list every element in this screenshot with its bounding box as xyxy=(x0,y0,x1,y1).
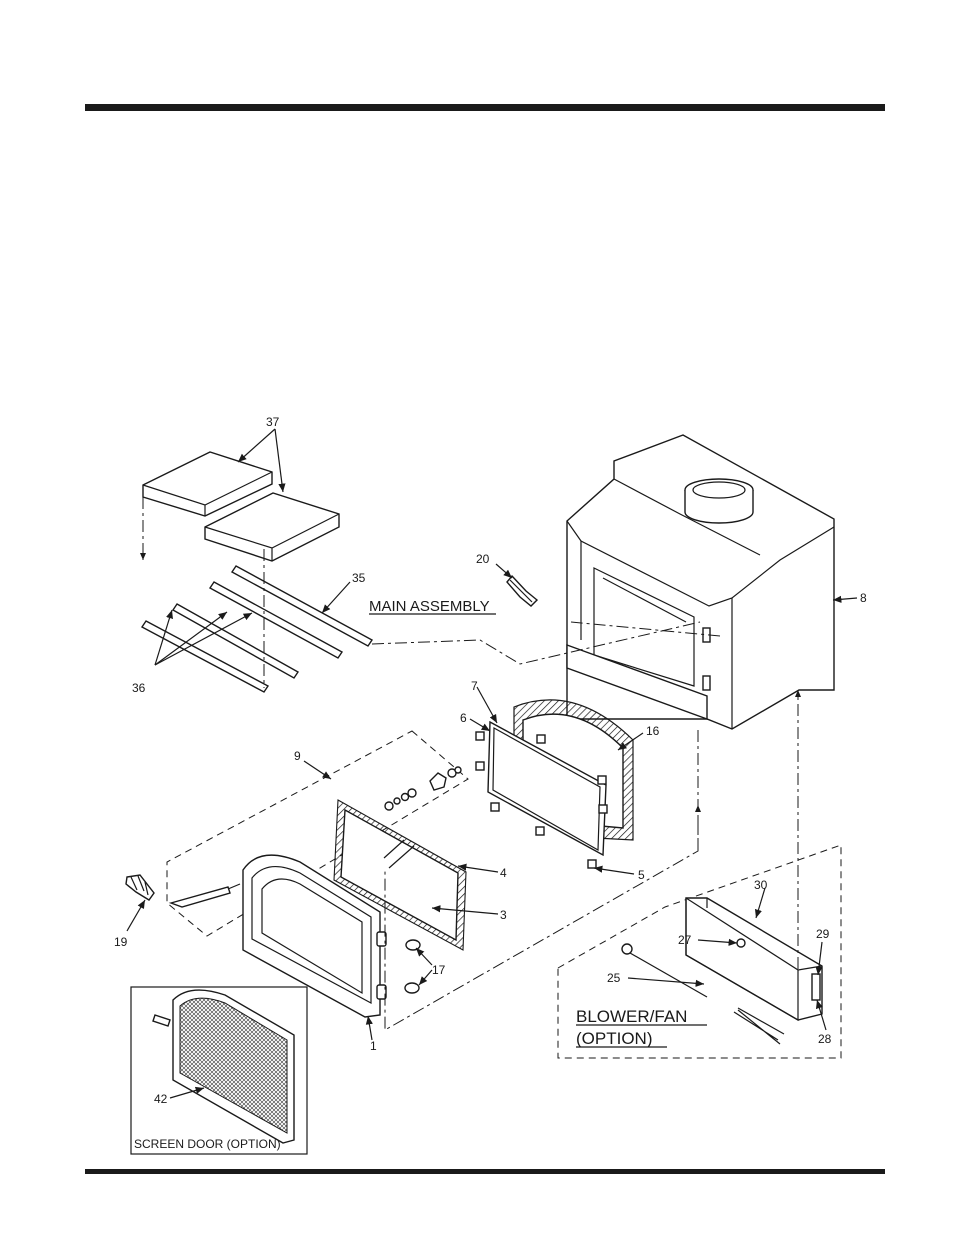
part-label-17: 17 xyxy=(432,963,446,977)
latch-kit xyxy=(166,730,469,937)
handle-spring xyxy=(506,574,539,607)
part-label-25: 25 xyxy=(607,971,621,985)
blower-option-label: (OPTION) xyxy=(576,1029,653,1048)
part-label-30: 30 xyxy=(754,878,768,892)
part-label-5: 5 xyxy=(638,868,645,882)
glass-retainer-frame xyxy=(475,720,608,869)
part-label-4: 4 xyxy=(500,866,507,880)
part-label-19: 19 xyxy=(114,935,128,949)
assembly-flow-lines xyxy=(140,497,801,1031)
screen-door-inset xyxy=(130,986,308,1155)
screen-door-label: SCREEN DOOR (OPTION) xyxy=(134,1137,281,1151)
door-frame xyxy=(242,854,421,1018)
part-label-28: 28 xyxy=(818,1032,832,1046)
air-tubes xyxy=(140,565,374,693)
part-label-36: 36 xyxy=(132,681,146,695)
part-label-16: 16 xyxy=(646,724,660,738)
part-label-37: 37 xyxy=(266,415,280,429)
part-label-8: 8 xyxy=(860,591,867,605)
door-glass xyxy=(333,799,467,951)
part-label-35: 35 xyxy=(352,571,366,585)
part-label-9: 9 xyxy=(294,749,301,763)
part-number-labels: 37 35 36 20 8 7 6 16 9 4 5 3 17 19 1 30 … xyxy=(114,415,867,1106)
part-label-7: 7 xyxy=(471,679,478,693)
part-label-3: 3 xyxy=(500,908,507,922)
bottom-rule xyxy=(85,1169,885,1174)
leader-lines xyxy=(126,428,858,1099)
part-label-42: 42 xyxy=(154,1092,168,1106)
part-label-1: 1 xyxy=(370,1039,377,1053)
handle-spring-19 xyxy=(125,874,155,901)
part-label-27: 27 xyxy=(678,933,692,947)
blower-fan-kit xyxy=(557,844,842,1059)
part-label-20: 20 xyxy=(476,552,490,566)
part-label-29: 29 xyxy=(816,927,830,941)
baffle-boards xyxy=(142,451,340,562)
stove-body xyxy=(566,434,835,730)
part-label-6: 6 xyxy=(460,711,467,725)
blower-fan-label: BLOWER/FAN xyxy=(576,1007,687,1026)
main-assembly-label: MAIN ASSEMBLY xyxy=(369,598,490,615)
top-rule xyxy=(85,104,885,111)
